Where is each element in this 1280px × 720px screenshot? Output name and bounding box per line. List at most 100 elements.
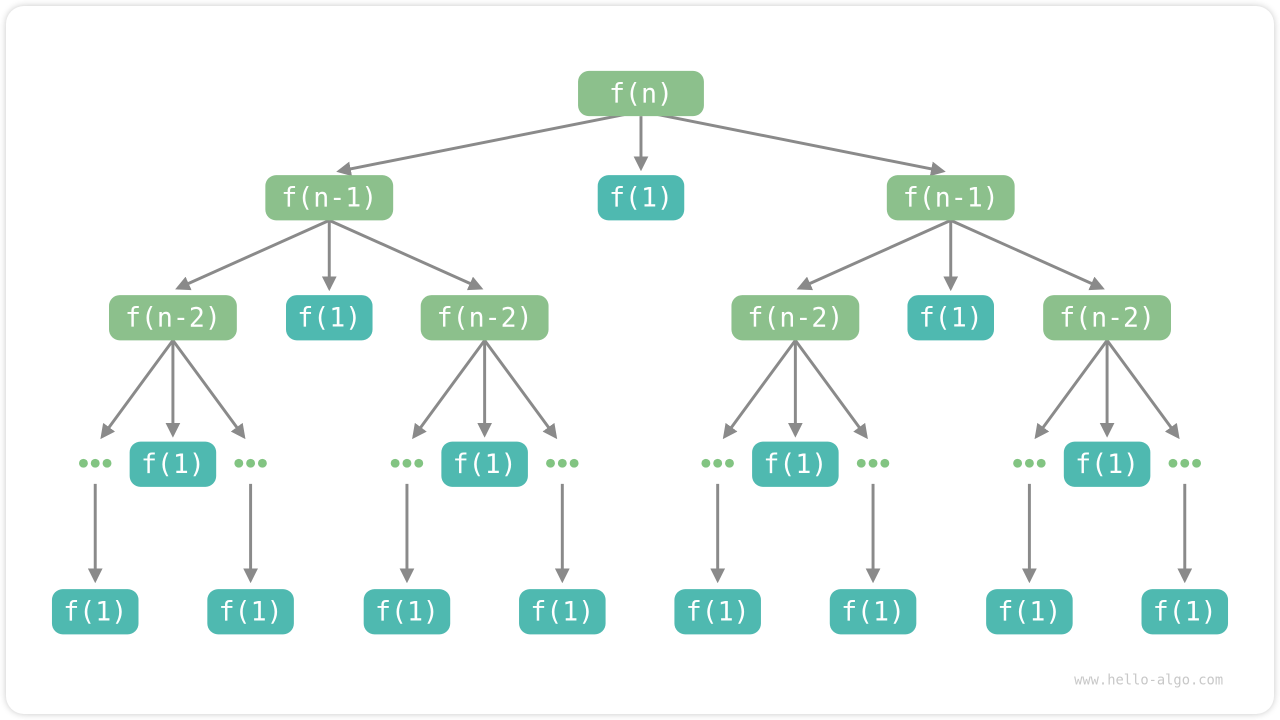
node-label: f(n) [609, 78, 673, 109]
node-box [674, 589, 761, 635]
dot [856, 458, 866, 468]
edges-level4 [87, 483, 1193, 584]
node-label: f(1) [63, 597, 127, 628]
node-box [519, 589, 606, 635]
dot [402, 458, 412, 468]
edge-arrow [336, 109, 642, 177]
dot [246, 458, 256, 468]
dot [1036, 458, 1046, 468]
dot [725, 458, 734, 468]
node-box [986, 589, 1073, 635]
node-f-1-leaf-4: f(1) [519, 589, 606, 635]
node-f-1-level3-right: f(1) [907, 295, 994, 341]
dot [414, 458, 424, 468]
ellipsis-dots [390, 458, 424, 468]
edge-arrow [640, 109, 946, 177]
node-f-1-level4-2: f(1) [441, 441, 528, 487]
node-box [886, 175, 1015, 221]
edge-arrow [171, 339, 246, 440]
dot [701, 458, 711, 468]
node-label: f(n-2) [747, 303, 843, 334]
edge-arrow [950, 219, 1105, 291]
node-box [907, 295, 994, 341]
dot [257, 458, 267, 468]
dot [880, 458, 890, 468]
edges-level2-left [175, 219, 484, 292]
dot [1168, 458, 1178, 468]
node-label: f(1) [919, 303, 983, 334]
node-f-n: f(n) [578, 70, 704, 117]
node-label: f(1) [1075, 449, 1139, 480]
node-box [829, 589, 917, 635]
diagram-card: f(n) f(n-1) f(1) f(n-1) f(n-2) f(1) f(n-… [6, 6, 1274, 714]
node-box [286, 295, 373, 341]
edges-level2-right [796, 219, 1105, 292]
node-label: f(1) [375, 597, 439, 628]
ellipsis-dots [1168, 458, 1201, 468]
ellipsis-dots [234, 458, 267, 468]
dot [557, 458, 567, 468]
node-label: f(1) [530, 597, 594, 628]
node-box [1043, 295, 1171, 341]
dot [868, 458, 878, 468]
edge-arrow [1034, 339, 1109, 440]
node-f-1-level4-3: f(1) [752, 441, 839, 487]
node-label: f(1) [997, 597, 1061, 628]
edges-level3 [100, 339, 1180, 440]
node-f-n-2-4: f(n-2) [1043, 295, 1171, 341]
recursion-tree-diagram: f(n) f(n-1) f(1) f(n-1) f(n-2) f(1) f(n-… [51, 70, 1229, 689]
node-f-1-level3-left: f(1) [286, 295, 373, 341]
edge-arrow [1105, 339, 1180, 440]
node-box [265, 175, 394, 221]
node-box [597, 175, 685, 221]
ellipsis-dots [79, 458, 112, 468]
edge-arrow [794, 339, 868, 440]
node-f-1-leaf-3: f(1) [363, 589, 451, 635]
node-box [752, 441, 839, 487]
node-label: f(1) [141, 449, 205, 480]
node-f-1-leaf-6: f(1) [829, 589, 917, 635]
dot [1180, 458, 1190, 468]
node-f-n-1-right: f(n-1) [886, 175, 1015, 221]
dot [102, 458, 112, 468]
node-f-n-1-left: f(n-1) [265, 175, 394, 221]
dot [1192, 458, 1201, 468]
node-label: f(1) [1153, 597, 1217, 628]
ellipsis-dots [856, 458, 890, 468]
watermark-text: www.hello-algo.com [1074, 673, 1223, 689]
node-label: f(n-2) [125, 303, 221, 334]
node-box [578, 70, 704, 117]
edges-root [336, 109, 946, 177]
dot [234, 458, 244, 468]
node-label: f(1) [297, 303, 361, 334]
node-label: f(1) [686, 597, 750, 628]
node-f-1-leaf-8: f(1) [1141, 589, 1229, 635]
node-label: f(n-2) [437, 303, 533, 334]
node-label: f(n-2) [1059, 303, 1155, 334]
dot [713, 458, 723, 468]
edge-arrow [175, 219, 330, 291]
node-f-1-leaf-1: f(1) [51, 589, 139, 635]
edge-arrow [483, 339, 558, 440]
node-f-1-leaf-5: f(1) [674, 589, 761, 635]
node-box [363, 589, 451, 635]
node-box [129, 441, 217, 487]
ellipsis-dots [1013, 458, 1046, 468]
edge-arrow [722, 339, 797, 440]
node-f-1-leaf-2: f(1) [207, 589, 294, 635]
node-box [207, 589, 294, 635]
dot [1024, 458, 1034, 468]
ellipsis-dots [546, 458, 579, 468]
edge-arrow [412, 339, 486, 440]
ellipsis-dots [701, 458, 734, 468]
node-f-1-leaf-7: f(1) [986, 589, 1073, 635]
node-f-n-2-1: f(n-2) [109, 295, 237, 341]
node-f-1-level4-1: f(1) [129, 441, 217, 487]
node-box [1063, 441, 1151, 487]
node-box [441, 441, 528, 487]
node-f-n-2-3: f(n-2) [731, 295, 860, 341]
edge-arrow [328, 219, 484, 291]
node-label: f(n-1) [281, 183, 377, 214]
dot [90, 458, 100, 468]
dot [569, 458, 579, 468]
